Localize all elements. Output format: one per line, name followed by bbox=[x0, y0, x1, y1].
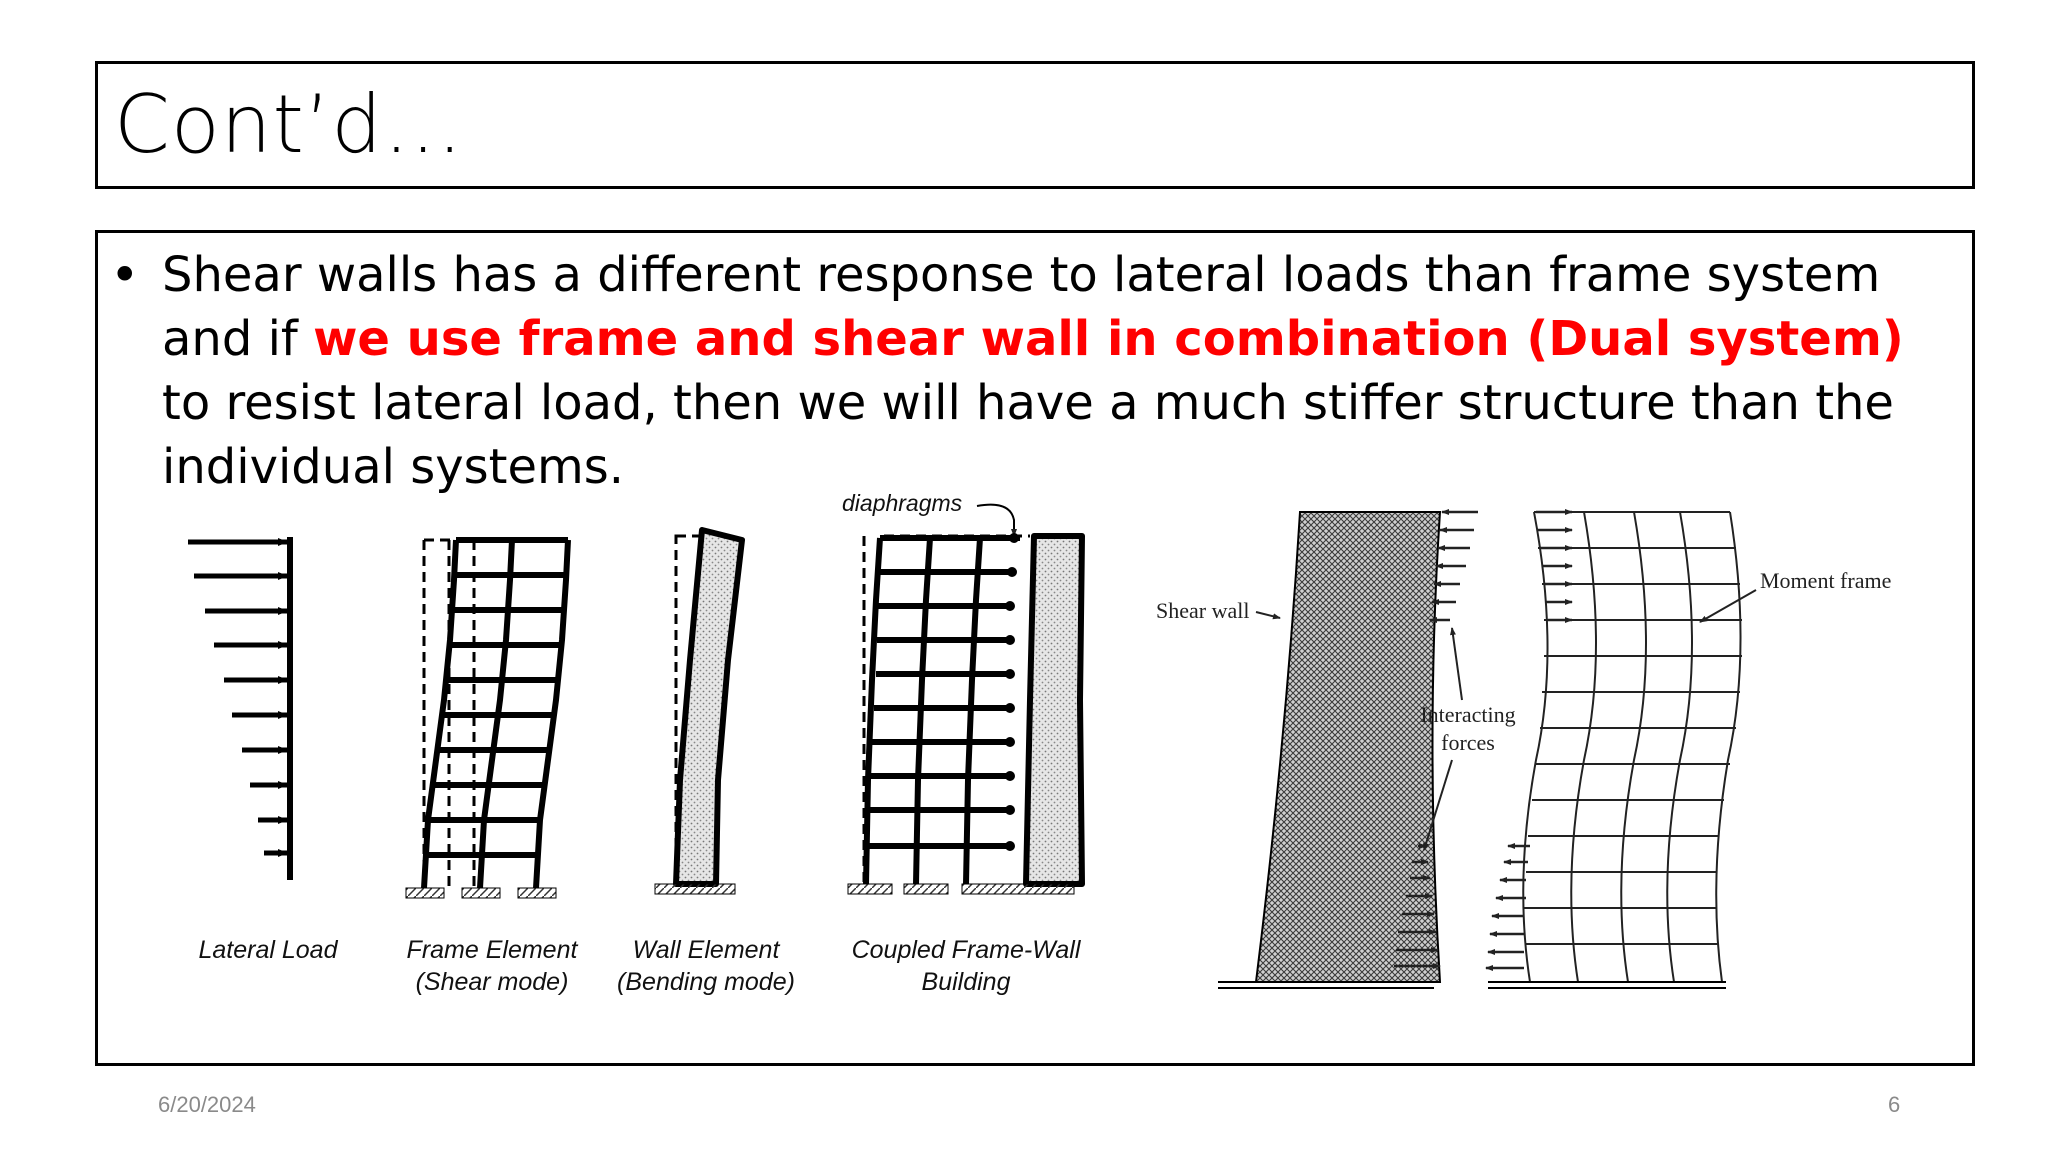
slide-title: Cont’d… bbox=[114, 78, 465, 171]
caption-bending-mode: (Bending mode) bbox=[617, 968, 795, 996]
bullet-text-highlight: we use frame and shear wall in combinati… bbox=[313, 311, 1904, 367]
forces-label: forces bbox=[1441, 730, 1495, 755]
lateral-load-diagram bbox=[188, 537, 293, 880]
footer-date: 6/20/2024 bbox=[158, 1092, 256, 1117]
caption-frame-element: Frame Element bbox=[407, 936, 579, 964]
bullet-paragraph: Shear walls has a different response to … bbox=[162, 243, 1962, 499]
diaphragms-label: diaphragms bbox=[842, 490, 963, 516]
interacting-label: Interacting bbox=[1420, 702, 1515, 727]
caption-coupled-frame-wall: Coupled Frame-Wall bbox=[852, 936, 1082, 964]
content-box: • Shear walls has a different response t… bbox=[95, 230, 1975, 1066]
bullet-text-pre: Shear walls has a different response to … bbox=[162, 247, 1881, 367]
coupled-frame-wall-diagram: diaphragms bbox=[842, 490, 1085, 895]
caption-wall-element: Wall Element bbox=[633, 936, 781, 964]
shear-wall-label: Shear wall bbox=[1156, 598, 1249, 623]
caption-shear-mode: (Shear mode) bbox=[416, 968, 569, 996]
moment-frame-label: Moment frame bbox=[1760, 568, 1891, 593]
frame-element-diagram bbox=[405, 537, 571, 899]
caption-lateral-load: Lateral Load bbox=[198, 936, 338, 964]
caption-building: Building bbox=[922, 968, 1011, 996]
bullet-text-post: to resist lateral load, then we will hav… bbox=[162, 375, 1894, 495]
wall-element-diagram bbox=[654, 527, 745, 895]
bullet-dot-icon: • bbox=[110, 246, 140, 304]
dual-system-diagram: Shear wall Moment frame Interacting forc… bbox=[1156, 509, 1891, 989]
footer-page-number: 6 bbox=[1888, 1092, 1901, 1117]
title-box: Cont’d… bbox=[95, 61, 1975, 189]
figure-captions: Lateral Load Frame Element (Shear mode) … bbox=[198, 936, 1081, 996]
